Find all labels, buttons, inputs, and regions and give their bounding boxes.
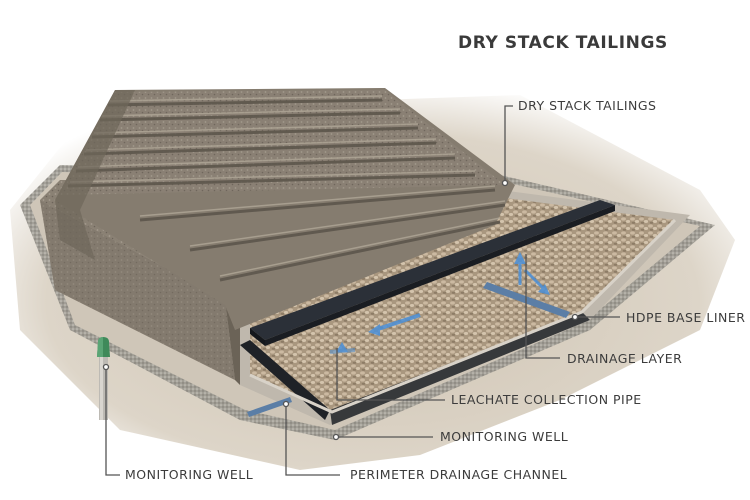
label-hdpe-base-liner: HDPE BASE LINER (626, 310, 746, 325)
diagram-title: DRY STACK TAILINGS (458, 33, 668, 53)
hdpe-liner-strip (250, 200, 615, 346)
tailings-pile (55, 88, 515, 330)
label-perimeter-drainage-channel: PERIMETER DRAINAGE CHANNEL (350, 467, 568, 482)
label-dry-stack-tailings: DRY STACK TAILINGS (518, 98, 657, 113)
leader-lines (102, 105, 620, 476)
monitoring-well (97, 337, 110, 420)
drainage-area (240, 190, 690, 425)
label-drainage-layer: DRAINAGE LAYER (567, 351, 683, 366)
label-monitoring-well-left: MONITORING WELL (125, 467, 254, 482)
label-monitoring-well-right: MONITORING WELL (440, 429, 569, 444)
label-leachate-collection-pipe: LEACHATE COLLECTION PIPE (451, 392, 642, 407)
flow-arrows (329, 252, 550, 354)
